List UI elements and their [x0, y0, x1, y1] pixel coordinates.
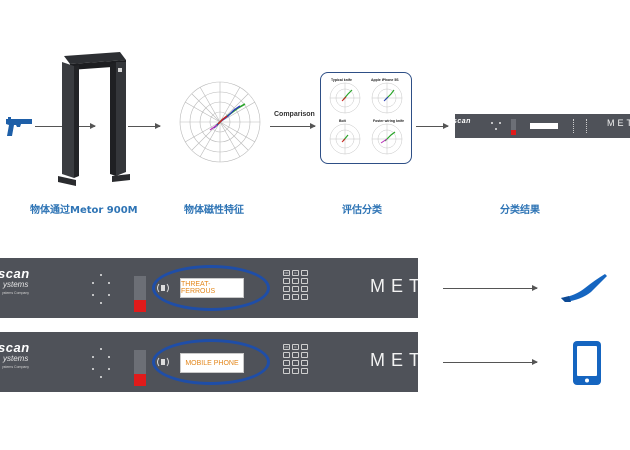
- keypad-key[interactable]: [283, 360, 290, 366]
- caption-result: 分类结果: [500, 205, 540, 216]
- evaluation-polar-grid: [329, 82, 403, 155]
- result-arrow: [443, 359, 538, 365]
- knife-icon: [561, 274, 607, 302]
- keypad-key[interactable]: [301, 352, 308, 358]
- control-keypad: OK C: [283, 270, 308, 300]
- control-keypad: OK C: [283, 344, 308, 374]
- comparison-label: Comparison: [274, 111, 315, 118]
- keypad-key[interactable]: C: [292, 270, 299, 276]
- eval-cell-title: Bolt: [339, 119, 346, 123]
- keypad-key[interactable]: [283, 368, 290, 374]
- classification-device: scan MET: [455, 114, 630, 138]
- keypad-key[interactable]: [283, 352, 290, 358]
- caption-magnetic-signature: 物体磁性特征: [184, 205, 244, 216]
- metal-detector-gate: [58, 52, 130, 186]
- keypad-key[interactable]: [292, 368, 299, 374]
- panel-logo-sub: ystems: [3, 280, 29, 289]
- display-highlight-ellipse: [152, 265, 270, 311]
- panel-logo: scan: [0, 340, 30, 355]
- keypad-key[interactable]: [301, 344, 308, 350]
- keypad-key[interactable]: [283, 286, 290, 292]
- display-highlight-ellipse: [152, 339, 270, 385]
- result-display: [530, 123, 558, 129]
- keypad-small: [573, 119, 587, 133]
- flow-arrow-3: [270, 123, 316, 129]
- indicator-dot: [491, 122, 493, 124]
- panel-brand-text: MET: [370, 350, 418, 370]
- flow-arrow-4: [416, 123, 449, 129]
- evaluation-panel: Typical knife Apple iPhone 5S Bolt Foste…: [320, 72, 412, 164]
- indicator-dot: [92, 282, 94, 284]
- panel-logo: scan: [0, 266, 30, 281]
- indicator-dot: [108, 368, 110, 370]
- keypad-key[interactable]: [292, 286, 299, 292]
- keypad-key[interactable]: [301, 286, 308, 292]
- keypad-key[interactable]: [292, 278, 299, 284]
- magnetic-signature-polar-plot: [179, 81, 261, 163]
- panel-brand-text: MET: [370, 276, 418, 296]
- indicator-dot: [108, 282, 110, 284]
- indicator-dot: [100, 376, 102, 378]
- indicator-dot: [92, 368, 94, 370]
- device-logo: scan: [455, 118, 471, 125]
- alarm-indicator: [134, 300, 146, 312]
- eval-cell-title: Typical knife: [331, 78, 352, 82]
- keypad-key[interactable]: [283, 294, 290, 300]
- device-brand-text: MET: [607, 118, 630, 128]
- keypad-key[interactable]: [301, 278, 308, 284]
- panel-logo-tagline: ystems Company: [2, 365, 30, 369]
- keypad-key[interactable]: [292, 352, 299, 358]
- indicator-dot: [499, 122, 501, 124]
- indicator-dot: [92, 294, 94, 296]
- keypad-key[interactable]: [301, 360, 308, 366]
- keypad-key[interactable]: [292, 294, 299, 300]
- indicator-dot: [100, 274, 102, 276]
- caption-evaluation: 评估分类: [342, 205, 382, 216]
- indicator-dot: [108, 294, 110, 296]
- pistol-icon: [6, 117, 32, 136]
- indicator-dot: [92, 356, 94, 358]
- caption-object-passes: 物体通过Metor 900M: [30, 205, 138, 216]
- eval-cell-title: Apple iPhone 5S: [371, 78, 399, 82]
- signal-meter: [511, 119, 516, 132]
- indicator-dot: [100, 348, 102, 350]
- eval-cell-title: Foster wiring knife: [373, 119, 405, 123]
- flow-arrow-2: [128, 123, 161, 129]
- keypad-key[interactable]: [301, 294, 308, 300]
- mobile-phone-icon: [573, 341, 601, 385]
- alarm-indicator: [511, 130, 516, 135]
- keypad-key[interactable]: [301, 368, 308, 374]
- keypad-key[interactable]: C: [292, 344, 299, 350]
- keypad-key[interactable]: [292, 360, 299, 366]
- keypad-key[interactable]: OK: [283, 344, 290, 350]
- panel-logo-sub: ystems: [3, 354, 29, 363]
- keypad-key[interactable]: [283, 278, 290, 284]
- signal-meter: [134, 276, 146, 300]
- result-arrow: [443, 285, 538, 291]
- indicator-dot: [108, 356, 110, 358]
- indicator-dot: [495, 128, 497, 130]
- indicator-dot: [100, 302, 102, 304]
- signal-meter: [134, 350, 146, 374]
- alarm-indicator: [134, 374, 146, 386]
- keypad-key[interactable]: OK: [283, 270, 290, 276]
- keypad-key[interactable]: [301, 270, 308, 276]
- panel-logo-tagline: ystems Company: [2, 291, 30, 295]
